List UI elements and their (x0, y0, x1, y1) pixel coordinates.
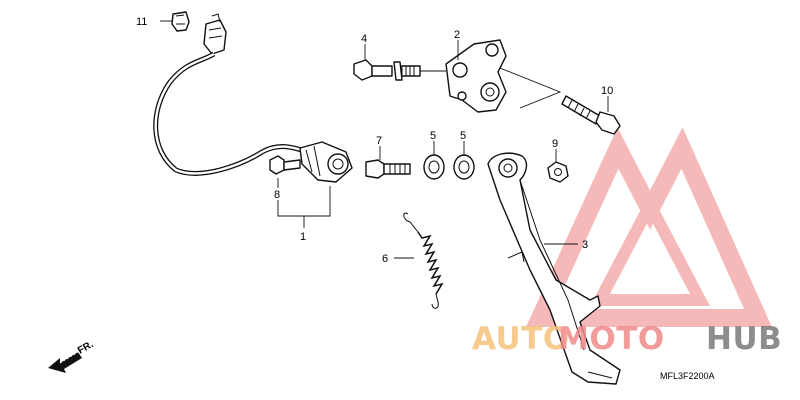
label-9: 9 (552, 138, 558, 150)
part-7-pivot-bolt (365, 159, 411, 179)
part-5-washer-a (423, 154, 445, 180)
front-direction-arrow: FR. (48, 339, 96, 373)
label-5a: 5 (430, 130, 436, 142)
label-4: 4 (361, 33, 367, 45)
label-10: 10 (601, 85, 613, 97)
part-4-bolt (353, 59, 421, 81)
part-6-spring (403, 212, 444, 309)
watermark-word-moto: MOTO (558, 321, 665, 357)
label-5b: 5 (460, 130, 466, 142)
part-8-bolt (269, 155, 301, 175)
diagram-code: MFL3F2200A (660, 371, 715, 381)
label-6: 6 (382, 253, 388, 265)
direction-label: FR. (76, 339, 96, 357)
part-3-side-stand (487, 152, 621, 385)
watermark-word-auto: AUTO (472, 321, 570, 357)
part-labels: 11 4 2 10 7 5 5 9 8 1 3 6 (136, 16, 613, 265)
watermark-text: AUTO MOTO HUB (472, 321, 782, 357)
label-2: 2 (454, 29, 460, 41)
label-3: 3 (582, 239, 588, 251)
part-9-nut (547, 161, 569, 183)
watermark-logo (525, 127, 772, 327)
label-11: 11 (136, 16, 147, 28)
label-1: 1 (300, 231, 306, 243)
watermark-word-hub: HUB (706, 321, 782, 357)
part-1-sidestand-switch (153, 13, 353, 183)
part-11-clip (171, 11, 190, 32)
leader-lines (160, 20, 609, 259)
label-8: 8 (274, 189, 280, 201)
part-2-bracket (445, 39, 507, 113)
part-5-washer-b (453, 154, 475, 180)
label-7: 7 (376, 135, 382, 147)
part-10-bolt (561, 95, 621, 135)
